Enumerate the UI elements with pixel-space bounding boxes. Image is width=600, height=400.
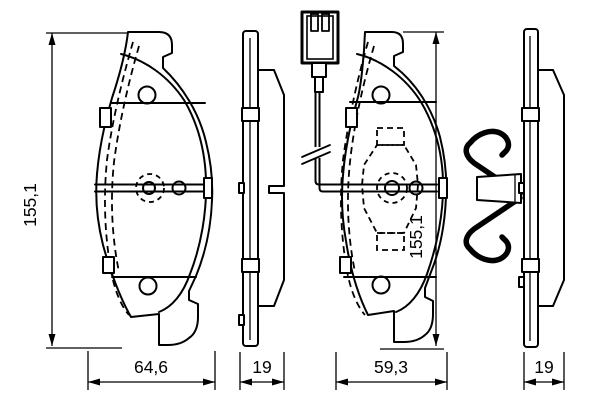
dim-label-thickness: 19 xyxy=(252,357,271,377)
lower-hole xyxy=(138,276,158,296)
sensor-housing-top xyxy=(376,127,405,146)
dim-label-width: 59,3 xyxy=(374,357,408,377)
width-extension-lines xyxy=(87,351,216,390)
sensor-housing-bottom xyxy=(376,232,405,251)
retaining-clip-lower xyxy=(241,258,260,273)
backplate-outline xyxy=(95,31,214,346)
dim-label-height-left: 155,1 xyxy=(20,183,40,227)
friction-edge-dashed-2 xyxy=(347,45,375,273)
anti-rattle-spring xyxy=(463,128,523,264)
retaining-clip-upper xyxy=(521,107,540,122)
friction-block xyxy=(257,69,285,307)
spring-lower-arm xyxy=(463,195,523,264)
upper-hole xyxy=(371,85,391,105)
pin-side-hole xyxy=(171,180,187,196)
pin-end-cap xyxy=(438,177,448,199)
thickness-extension-lines xyxy=(239,352,285,390)
connector-inner xyxy=(306,15,334,60)
edge-tab-low xyxy=(238,314,245,326)
wear-sensor-connector xyxy=(300,10,340,93)
connector-boot xyxy=(314,76,324,93)
arrow-right xyxy=(203,378,215,386)
edge-tab-mid xyxy=(518,182,525,194)
friction-edge-dashed xyxy=(104,41,134,316)
arrow-up xyxy=(48,33,56,45)
friction-edge-dashed xyxy=(340,41,369,316)
arrow-up xyxy=(432,32,440,44)
spring-upper-arm xyxy=(463,128,523,197)
sensor-pad-front-view xyxy=(300,10,448,343)
connector-prong-left xyxy=(310,13,319,32)
friction-block xyxy=(537,69,565,307)
spring-tongue xyxy=(476,173,522,204)
arrow-right xyxy=(552,378,564,386)
arrow-down xyxy=(48,334,56,346)
arrow-left xyxy=(524,378,536,386)
pin-boss-dashed-circle xyxy=(376,172,408,204)
width-extension-lines xyxy=(335,352,448,390)
height-extension-lines xyxy=(380,31,444,350)
connector-prong-right xyxy=(321,13,330,32)
pin-bar xyxy=(94,183,205,193)
edge-tab-low xyxy=(518,276,525,288)
pin-side-hole xyxy=(408,180,424,196)
wire-break-marks xyxy=(301,144,331,165)
arrow-left xyxy=(88,378,100,386)
arrow-left xyxy=(336,378,348,386)
sensor-pad-front-dimensions: 155,1 59,3 xyxy=(335,31,448,390)
sensor-wire xyxy=(314,91,438,193)
outer-pad-side-view xyxy=(238,30,285,347)
upper-hole xyxy=(137,85,157,105)
dim-label-width: 64,6 xyxy=(134,357,168,377)
pin-boss-dashed-circle xyxy=(135,173,165,203)
edge-tab-lower xyxy=(339,256,352,274)
pin-hole xyxy=(142,181,156,195)
edge-tab-upper xyxy=(99,107,112,128)
edge-tab-mid xyxy=(238,182,245,194)
pin-hole xyxy=(384,180,400,196)
backplate-outline xyxy=(341,31,448,343)
connector-neck xyxy=(311,62,327,78)
dim-label-height: 155,1 xyxy=(406,215,426,259)
pin-end-cap xyxy=(203,177,213,199)
wire-break-gap xyxy=(312,147,322,158)
thickness-extension-lines xyxy=(523,352,565,390)
sensor-housing-body xyxy=(361,144,419,234)
edge-tab-lower xyxy=(102,256,115,274)
outer-pad-side-dimensions: 19 xyxy=(239,352,285,390)
outer-pad-front-dimensions: 155,1 64,6 xyxy=(20,32,216,390)
sensor-pad-side-view xyxy=(518,28,565,348)
friction-edge-dashed-2 xyxy=(111,45,140,273)
arrow-down xyxy=(432,334,440,346)
retaining-clip-lower xyxy=(521,258,540,273)
height-extension-lines xyxy=(46,32,128,349)
retaining-clip-upper xyxy=(241,107,260,122)
arrow-left xyxy=(240,378,252,386)
edge-tab-upper xyxy=(345,107,358,128)
backplate-edge xyxy=(523,28,539,348)
arrow-right xyxy=(435,378,447,386)
lower-hole xyxy=(371,275,391,295)
sensor-pad-side-dimensions: 19 xyxy=(523,352,565,390)
dim-label-thickness: 19 xyxy=(534,357,553,377)
arrow-right xyxy=(272,378,284,386)
outer-pad-front-view xyxy=(94,31,214,346)
